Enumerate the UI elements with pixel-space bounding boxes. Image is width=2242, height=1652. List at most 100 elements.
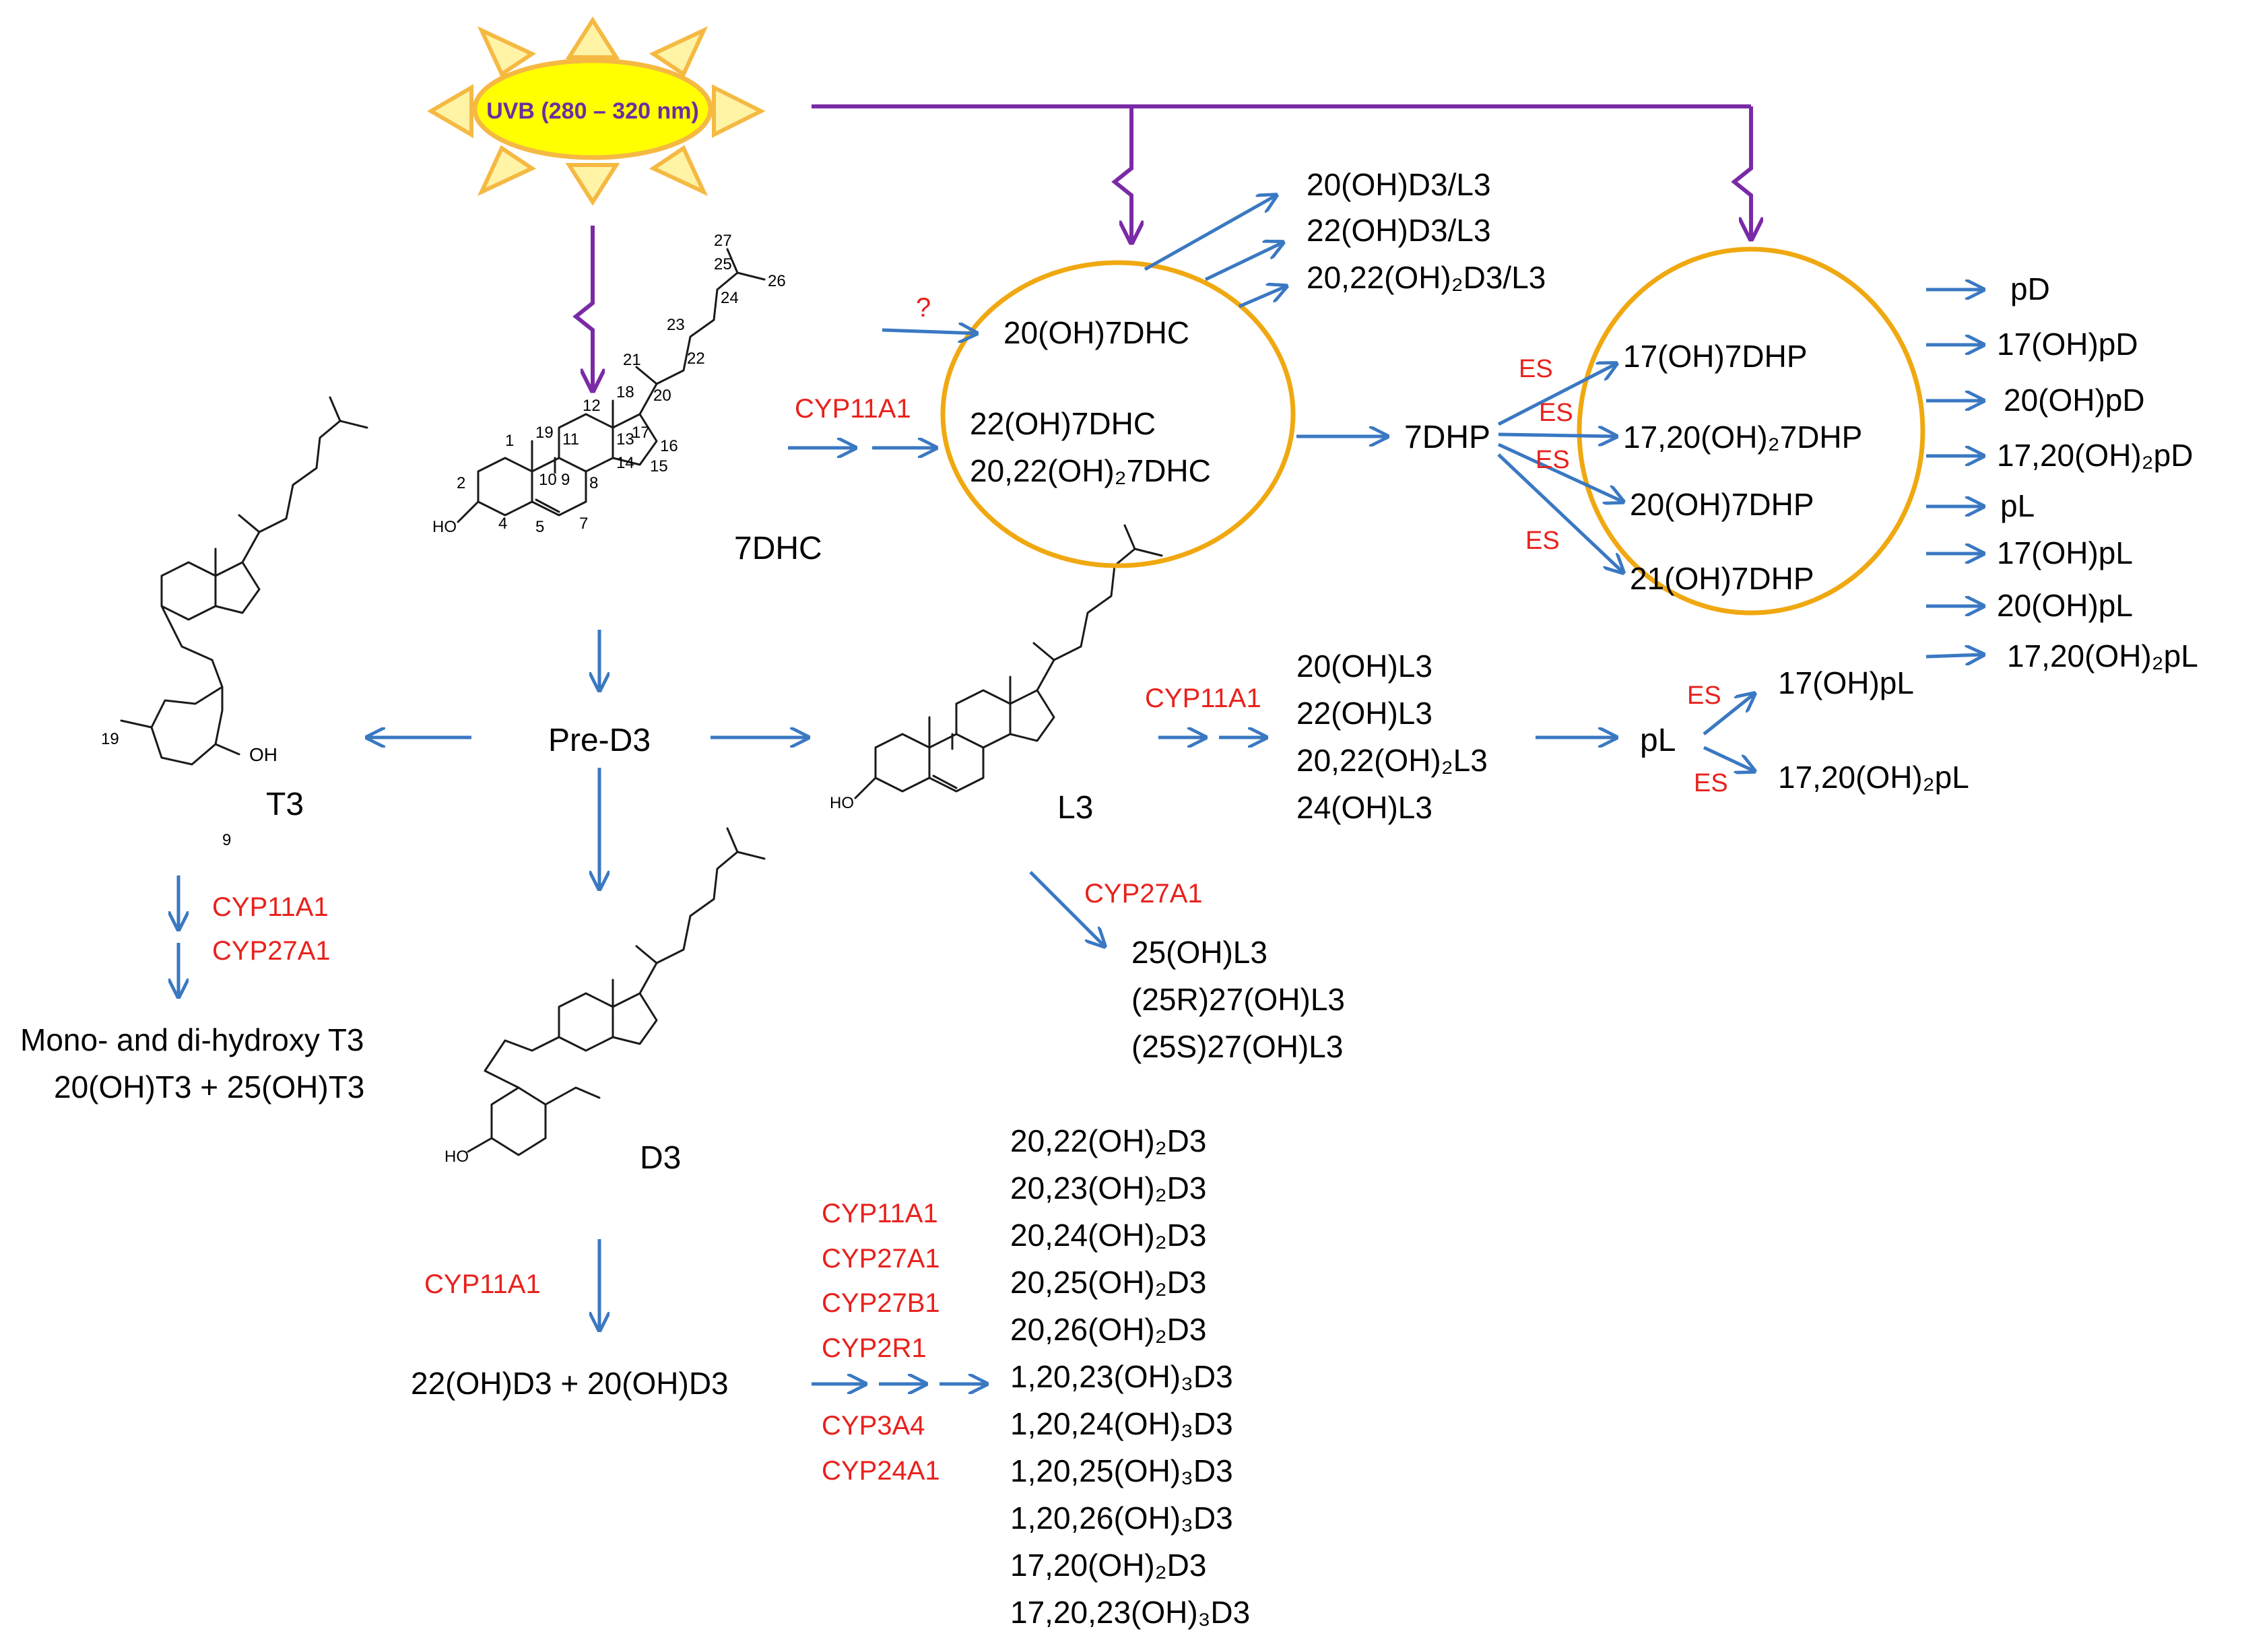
oval1-item-2: 22(OH)7DHC (970, 406, 1156, 441)
oval-7dhp-products (1577, 246, 1925, 616)
oval2-product-arrows (1925, 290, 1983, 657)
oval-7dhc-products (940, 260, 1296, 568)
svg-text:14: 14 (616, 454, 634, 472)
uv-product-1: 20(OH)D3/L3 (1307, 167, 1491, 202)
enzyme-cyp27a1-t3: CYP27A1 (212, 936, 331, 966)
oval2-item-2: 17,20(OH)₂7DHP (1623, 420, 1862, 455)
enzyme-cyp11a1-t3: CYP11A1 (212, 892, 329, 922)
svg-text:20: 20 (653, 387, 671, 405)
enzyme-cyp11a1-7dhc: CYP11A1 (795, 394, 911, 424)
oval2-item-3: 20(OH)7DHP (1630, 487, 1814, 522)
oval1-item-1: 20(OH)7DHC (1003, 315, 1189, 350)
svg-text:HO: HO (830, 794, 854, 812)
svg-text:4: 4 (498, 515, 507, 533)
svg-text:22: 22 (687, 350, 705, 368)
oval2-product-1: pD (2010, 271, 2050, 306)
es-arrows (1497, 364, 1623, 572)
uvb-label: UVB (280 – 320 nm) (486, 98, 699, 124)
uv-product-3: 20,22(OH)₂D3/L3 (1307, 260, 1546, 295)
es-label-3: ES (1536, 446, 1570, 474)
svg-text:11: 11 (562, 430, 579, 449)
label-pre-d3: Pre-D3 (548, 723, 651, 758)
svg-text:CYP27A1: CYP27A1 (822, 1244, 940, 1274)
question-mark: ? (916, 293, 931, 323)
pre-d3-arrows (367, 630, 808, 889)
structure-d3: HO (444, 827, 766, 1166)
enzyme-cyp11a1-d3: CYP11A1 (424, 1269, 541, 1299)
d3-first-products: 22(OH)D3 + 20(OH)D3 (411, 1366, 729, 1401)
label-d3: D3 (640, 1140, 681, 1176)
sun-disc (472, 58, 713, 160)
svg-text:26: 26 (768, 272, 786, 290)
es-label-1: ES (1519, 355, 1553, 383)
label-7dhc: 7DHC (734, 531, 822, 566)
l3-cyp27-product-2: (25R)27(OH)L3 (1131, 982, 1345, 1017)
oval2-item-4: 21(OH)7DHP (1630, 561, 1814, 596)
svg-text:25: 25 (714, 255, 732, 273)
svg-text:20,24(OH)₂D3: 20,24(OH)₂D3 (1010, 1218, 1206, 1253)
svg-text:12: 12 (583, 397, 601, 415)
svg-text:10: 10 (539, 471, 557, 489)
es-label-5: ES (1687, 682, 1721, 710)
svg-text:8: 8 (589, 474, 598, 492)
oval2-product-3: 20(OH)pD (2004, 383, 2145, 418)
uv-product-2: 22(OH)D3/L3 (1307, 213, 1491, 248)
l3-cyp27-product-3: (25S)27(OH)L3 (1131, 1029, 1343, 1064)
structure-t3: 19 9 OH (101, 396, 368, 849)
svg-text:13: 13 (616, 430, 634, 449)
structure-7dhc: 2 1 4 5 7 8 9 10 19 11 12 13 14 15 16 17… (432, 232, 786, 536)
d3-product-list: 20,22(OH)₂D3 20,23(OH)₂D3 20,24(OH)₂D3 2… (1010, 1123, 1250, 1630)
uvb-sun: UVB (280 – 320 nm) (427, 16, 766, 206)
svg-text:CYP2R1: CYP2R1 (822, 1333, 927, 1363)
oval2-product-5: pL (2000, 488, 2035, 523)
pl-product-2: 17,20(OH)₂pL (1778, 760, 1969, 795)
label-l3: L3 (1057, 790, 1093, 826)
enzyme-cyp27a1-l3: CYP27A1 (1084, 879, 1203, 908)
svg-text:23: 23 (667, 316, 685, 334)
svg-text:18: 18 (616, 383, 634, 401)
svg-text:27: 27 (714, 232, 732, 250)
svg-text:20,23(OH)₂D3: 20,23(OH)₂D3 (1010, 1170, 1206, 1205)
svg-text:19: 19 (101, 730, 119, 748)
l3-product-1: 20(OH)L3 (1296, 649, 1432, 684)
l3-cyp27-product-1: 25(OH)L3 (1131, 935, 1267, 970)
d3-enzyme-list: CYP11A1 CYP27A1 CYP27B1 CYP2R1 CYP3A4 CY… (822, 1199, 940, 1486)
es-label-6: ES (1694, 769, 1728, 797)
svg-text:9: 9 (561, 471, 570, 489)
uv-arrows (572, 104, 1751, 391)
svg-text:HO: HO (444, 1148, 469, 1166)
svg-text:9: 9 (222, 831, 231, 849)
svg-text:1: 1 (505, 432, 514, 450)
es-label-2: ES (1539, 399, 1573, 427)
svg-text:17,20,23(OH)₃D3: 17,20,23(OH)₃D3 (1010, 1595, 1250, 1630)
structure-l3: HO (830, 524, 1163, 812)
svg-text:1,20,24(OH)₃D3: 1,20,24(OH)₃D3 (1010, 1406, 1233, 1441)
t3-product-2: 20(OH)T3 + 25(OH)T3 (54, 1069, 364, 1104)
svg-text:17: 17 (632, 424, 650, 442)
oval1-item-3: 20,22(OH)₂7DHC (970, 453, 1211, 488)
svg-text:15: 15 (650, 457, 668, 475)
label-t3: T3 (266, 787, 304, 822)
svg-text:5: 5 (535, 518, 544, 536)
svg-text:7: 7 (579, 515, 588, 533)
l3-product-2: 22(OH)L3 (1296, 696, 1432, 731)
svg-text:2: 2 (457, 474, 465, 492)
oval2-product-6: 17(OH)pL (1997, 535, 2133, 570)
svg-text:OH: OH (249, 744, 277, 765)
svg-text:CYP24A1: CYP24A1 (822, 1456, 940, 1486)
label-pl: pL (1640, 723, 1676, 758)
pl-product-1: 17(OH)pL (1778, 665, 1914, 700)
t3-product-1: Mono- and di-hydroxy T3 (20, 1022, 364, 1057)
oval2-item-1: 17(OH)7DHP (1623, 339, 1808, 374)
es-label-4: ES (1525, 527, 1560, 555)
svg-text:20,22(OH)₂D3: 20,22(OH)₂D3 (1010, 1123, 1206, 1158)
svg-text:1,20,26(OH)₃D3: 1,20,26(OH)₃D3 (1010, 1500, 1233, 1535)
svg-text:CYP3A4: CYP3A4 (822, 1411, 925, 1441)
label-7dhp: 7DHP (1404, 420, 1490, 455)
svg-text:16: 16 (660, 437, 678, 455)
svg-text:1,20,23(OH)₃D3: 1,20,23(OH)₃D3 (1010, 1359, 1233, 1394)
svg-text:1,20,25(OH)₃D3: 1,20,25(OH)₃D3 (1010, 1453, 1233, 1488)
svg-text:CYP27B1: CYP27B1 (822, 1288, 940, 1318)
l3-product-3: 20,22(OH)₂L3 (1296, 743, 1488, 778)
oval2-product-8: 17,20(OH)₂pL (2007, 638, 2198, 673)
